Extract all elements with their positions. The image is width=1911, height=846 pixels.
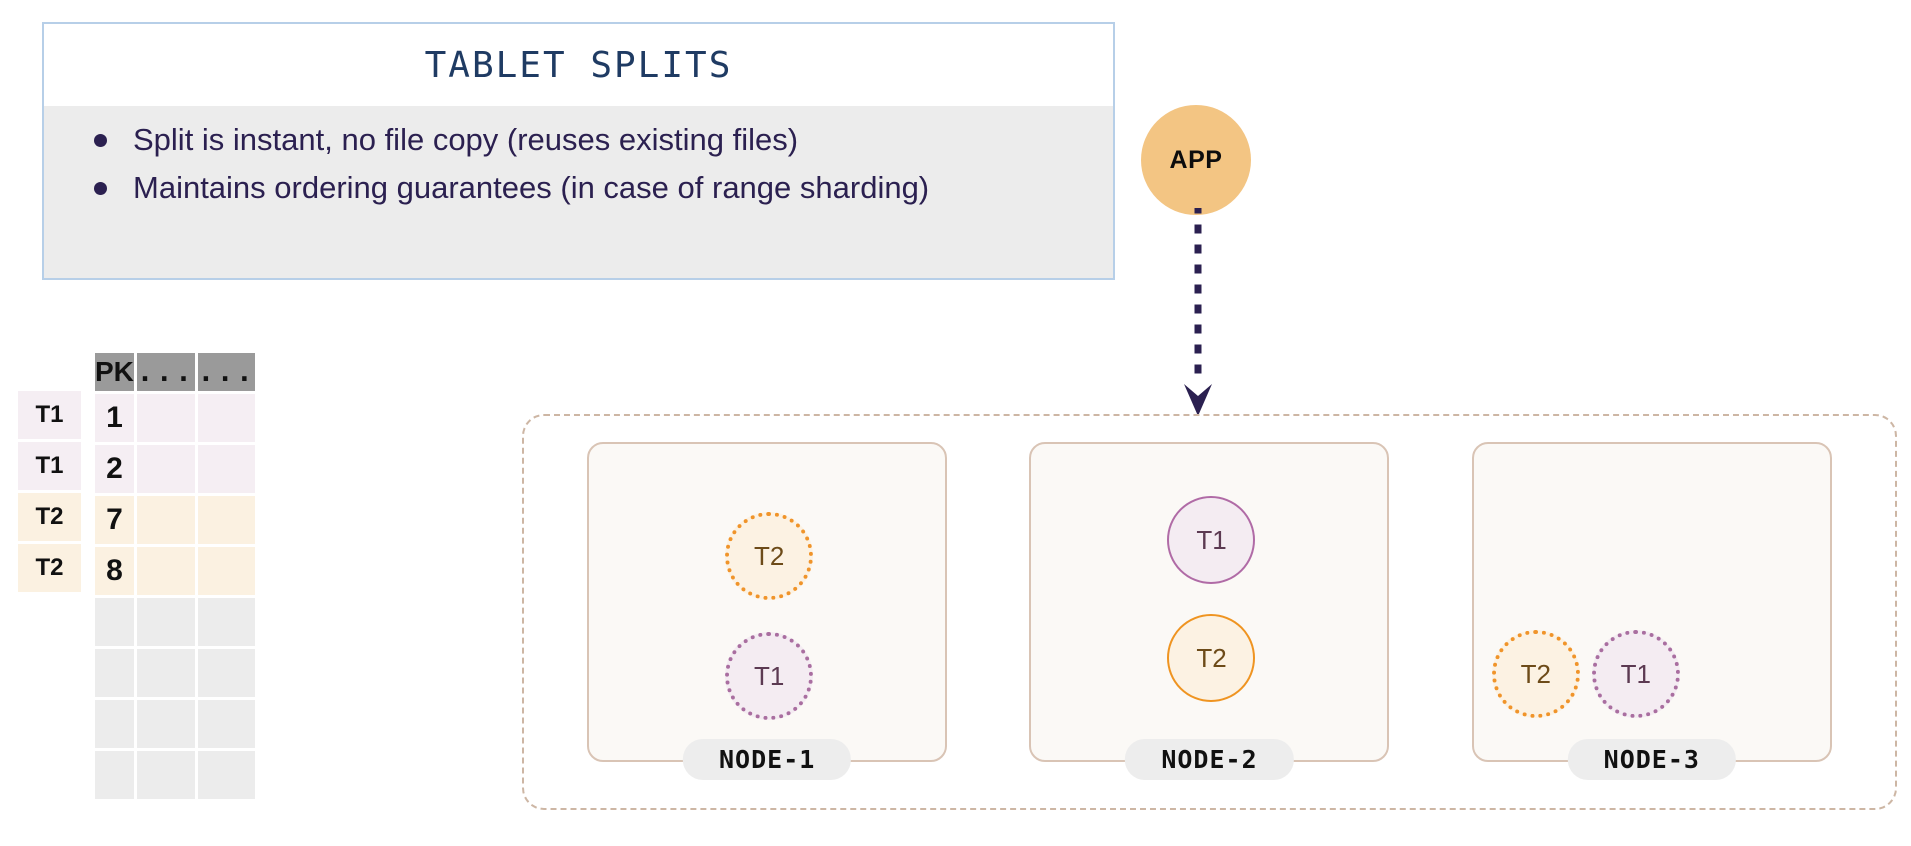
cell-pk [95, 649, 134, 697]
tablet-t1: T1 [1167, 496, 1256, 584]
table-row [95, 700, 256, 748]
tablet-t2: T2 [1491, 630, 1580, 718]
tablet-label: T2 [1196, 642, 1227, 673]
cell-col3 [197, 547, 256, 595]
cell-pk [95, 700, 134, 748]
cell-pk: 8 [95, 547, 134, 595]
table-row: 7 [95, 496, 256, 544]
cell-col3 [197, 751, 256, 799]
table-row: 8 [95, 547, 256, 595]
node-label: NODE-1 [683, 739, 852, 780]
bullet-text: Maintains ordering guarantees (in case o… [133, 170, 930, 206]
cell-col2 [136, 496, 195, 544]
bullet-text: Split is instant, no file copy (reuses e… [133, 122, 799, 157]
tablet-tag: T2 [18, 544, 81, 592]
cell-col2 [136, 751, 195, 799]
table-header-row: PK ... ... [95, 353, 256, 391]
cluster-boundary: T2 T1 NODE-1 T1 T2 NODE-2 T2 T1 NODE-3 [522, 414, 1897, 810]
page-title: TABLET SPLITS [424, 44, 733, 86]
column-header-ellipsis-1: ... [136, 353, 195, 391]
cell-col2 [136, 700, 195, 748]
tablet-tag: T2 [18, 493, 81, 541]
tablet-label: T1 [1196, 524, 1227, 555]
table-row: 2 [95, 445, 256, 493]
table-row [95, 649, 256, 697]
cell-col3 [197, 394, 256, 442]
list-item: Maintains ordering guarantees (in case o… [70, 166, 1087, 210]
cell-col3 [197, 496, 256, 544]
app-to-cluster-arrow-icon [1184, 208, 1212, 416]
table-row [95, 598, 256, 646]
node-3: T2 T1 NODE-3 [1471, 442, 1832, 780]
bullet-dot-icon [94, 182, 107, 196]
tablet-t1: T1 [1591, 630, 1680, 718]
tablet-tag-column: T1 T1 T2 T2 [18, 391, 81, 595]
cell-col2 [136, 649, 195, 697]
node-label: NODE-2 [1125, 739, 1294, 780]
tablet-t1: T1 [725, 632, 814, 720]
tablet-t2: T2 [725, 512, 814, 600]
cell-pk: 1 [95, 394, 134, 442]
bullet-dot-icon [94, 134, 107, 147]
cell-col3 [197, 700, 256, 748]
cell-pk: 2 [95, 445, 134, 493]
tablet-tag: T1 [18, 391, 81, 439]
node-2: T1 T2 NODE-2 [1029, 442, 1390, 780]
card-title-bar: TABLET SPLITS [44, 24, 1113, 106]
cell-pk [95, 751, 134, 799]
tablet-splits-card: TABLET SPLITS Split is instant, no file … [42, 22, 1115, 280]
cell-col3 [197, 445, 256, 493]
cell-col2 [136, 394, 195, 442]
pk-table: PK ... ... 1 2 7 8 [92, 350, 258, 802]
tablet-tag: T1 [18, 442, 81, 490]
cell-pk: 7 [95, 496, 134, 544]
tablet-label: T1 [1620, 658, 1651, 689]
app-node: APP [1141, 105, 1251, 215]
cell-col3 [197, 598, 256, 646]
cell-col2 [136, 598, 195, 646]
cell-col2 [136, 547, 195, 595]
cell-col2 [136, 445, 195, 493]
column-header-pk: PK [95, 353, 134, 391]
tablet-t2: T2 [1167, 614, 1256, 702]
table-row [95, 751, 256, 799]
card-bullet-list: Split is instant, no file copy (reuses e… [44, 106, 1113, 224]
tablet-label: T2 [1520, 658, 1551, 689]
list-item: Split is instant, no file copy (reuses e… [70, 118, 1087, 162]
cell-col3 [197, 649, 256, 697]
cell-pk [95, 598, 134, 646]
tablet-label: T1 [753, 660, 785, 691]
node-label: NODE-3 [1567, 739, 1736, 780]
tablet-label: T2 [753, 540, 785, 571]
app-label: APP [1169, 145, 1223, 174]
column-header-ellipsis-2: ... [197, 353, 256, 391]
table-row: 1 [95, 394, 256, 442]
cluster-nodes: T2 T1 NODE-1 T1 T2 NODE-2 T2 T1 NODE-3 [524, 416, 1895, 808]
node-1: T2 T1 NODE-1 [587, 442, 948, 780]
